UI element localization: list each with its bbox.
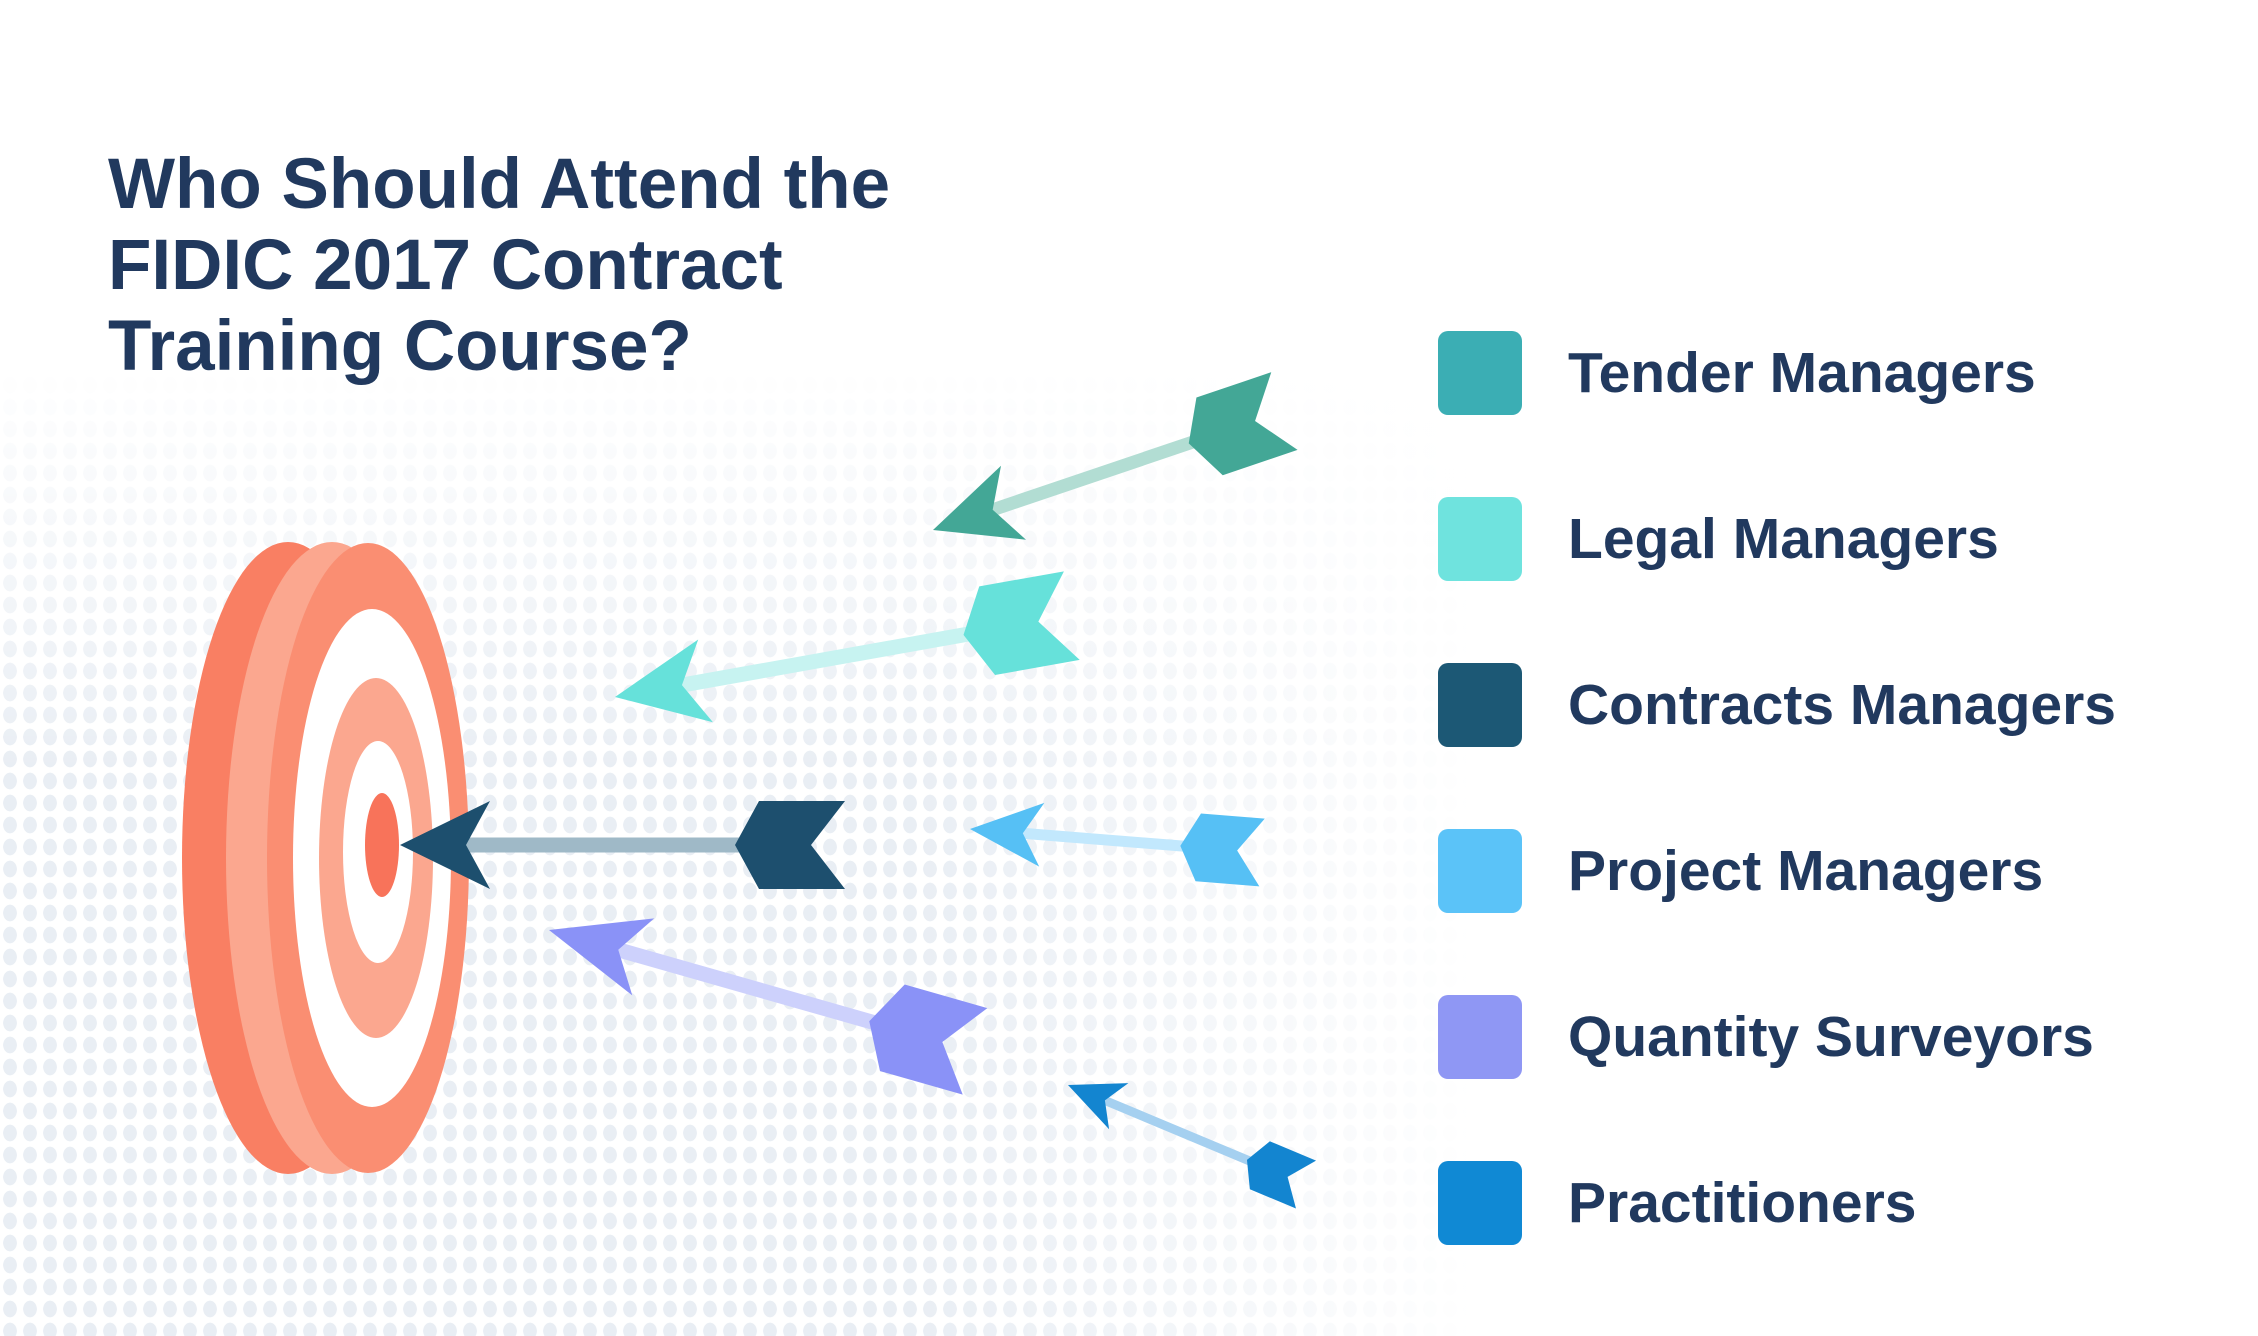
arrow-fletching (1188, 372, 1298, 476)
title-line-2: FIDIC 2017 Contract (108, 225, 783, 305)
arrow-tender-managers (933, 372, 1298, 540)
arrow-fletching (1246, 1141, 1317, 1209)
arrow-fletching (735, 801, 845, 889)
arrow-project-managers (970, 802, 1265, 887)
arrow-shaft (606, 939, 880, 1031)
arrow-contracts-managers (400, 801, 845, 889)
legend-item-tender-managers: Tender Managers (1438, 331, 2116, 415)
legend-label: Project Managers (1568, 839, 2044, 903)
tender-managers-swatch (1438, 331, 1522, 415)
legend-item-practitioners: Practitioners (1438, 1161, 2116, 1245)
legend-item-project-managers: Project Managers (1438, 829, 2116, 913)
arrow-fletching (963, 571, 1080, 676)
legend-item-contracts-managers: Contracts Managers (1438, 663, 2116, 747)
arrow-practitioners (1068, 1083, 1317, 1209)
arrow-shaft (672, 626, 973, 694)
legend-label: Contracts Managers (1568, 673, 2116, 737)
arrow-shaft (1015, 827, 1187, 852)
arrow-head (933, 465, 1027, 540)
quantity-surveyors-swatch (1438, 995, 1522, 1079)
contracts-managers-swatch (1438, 663, 1522, 747)
page-title: Who Should Attend the FIDIC 2017 Contrac… (108, 144, 890, 387)
title-line-3: Training Course? (108, 306, 692, 386)
title-line-1: Who Should Attend the (108, 144, 891, 224)
legend-label: Tender Managers (1568, 341, 2036, 405)
legend: Tender Managers Legal Managers Contracts… (1438, 331, 2116, 1245)
bullseye-target (182, 542, 469, 1174)
arrow-shaft (1098, 1094, 1255, 1167)
legal-managers-swatch (1438, 497, 1522, 581)
arrow-fletching (1180, 813, 1265, 887)
legend-item-legal-managers: Legal Managers (1438, 497, 2116, 581)
arrow-fletching (869, 984, 988, 1095)
target-bullseye-center (365, 793, 399, 897)
arrow-head (615, 639, 713, 723)
arrow-head (549, 918, 655, 996)
arrow-quantity-surveyors (549, 918, 988, 1095)
arrow-shaft (458, 837, 743, 853)
legend-item-quantity-surveyors: Quantity Surveyors (1438, 995, 2116, 1079)
arrow-legal-managers (615, 571, 1080, 723)
legend-label: Quantity Surveyors (1568, 1005, 2094, 1069)
arrow-head (400, 801, 490, 889)
arrow-head (1068, 1083, 1129, 1130)
practitioners-swatch (1438, 1161, 1522, 1245)
legend-label: Legal Managers (1568, 507, 1999, 571)
legend-label: Practitioners (1568, 1171, 1917, 1235)
arrow-head (970, 802, 1045, 867)
project-managers-swatch (1438, 829, 1522, 913)
arrow-shaft (983, 435, 1197, 519)
